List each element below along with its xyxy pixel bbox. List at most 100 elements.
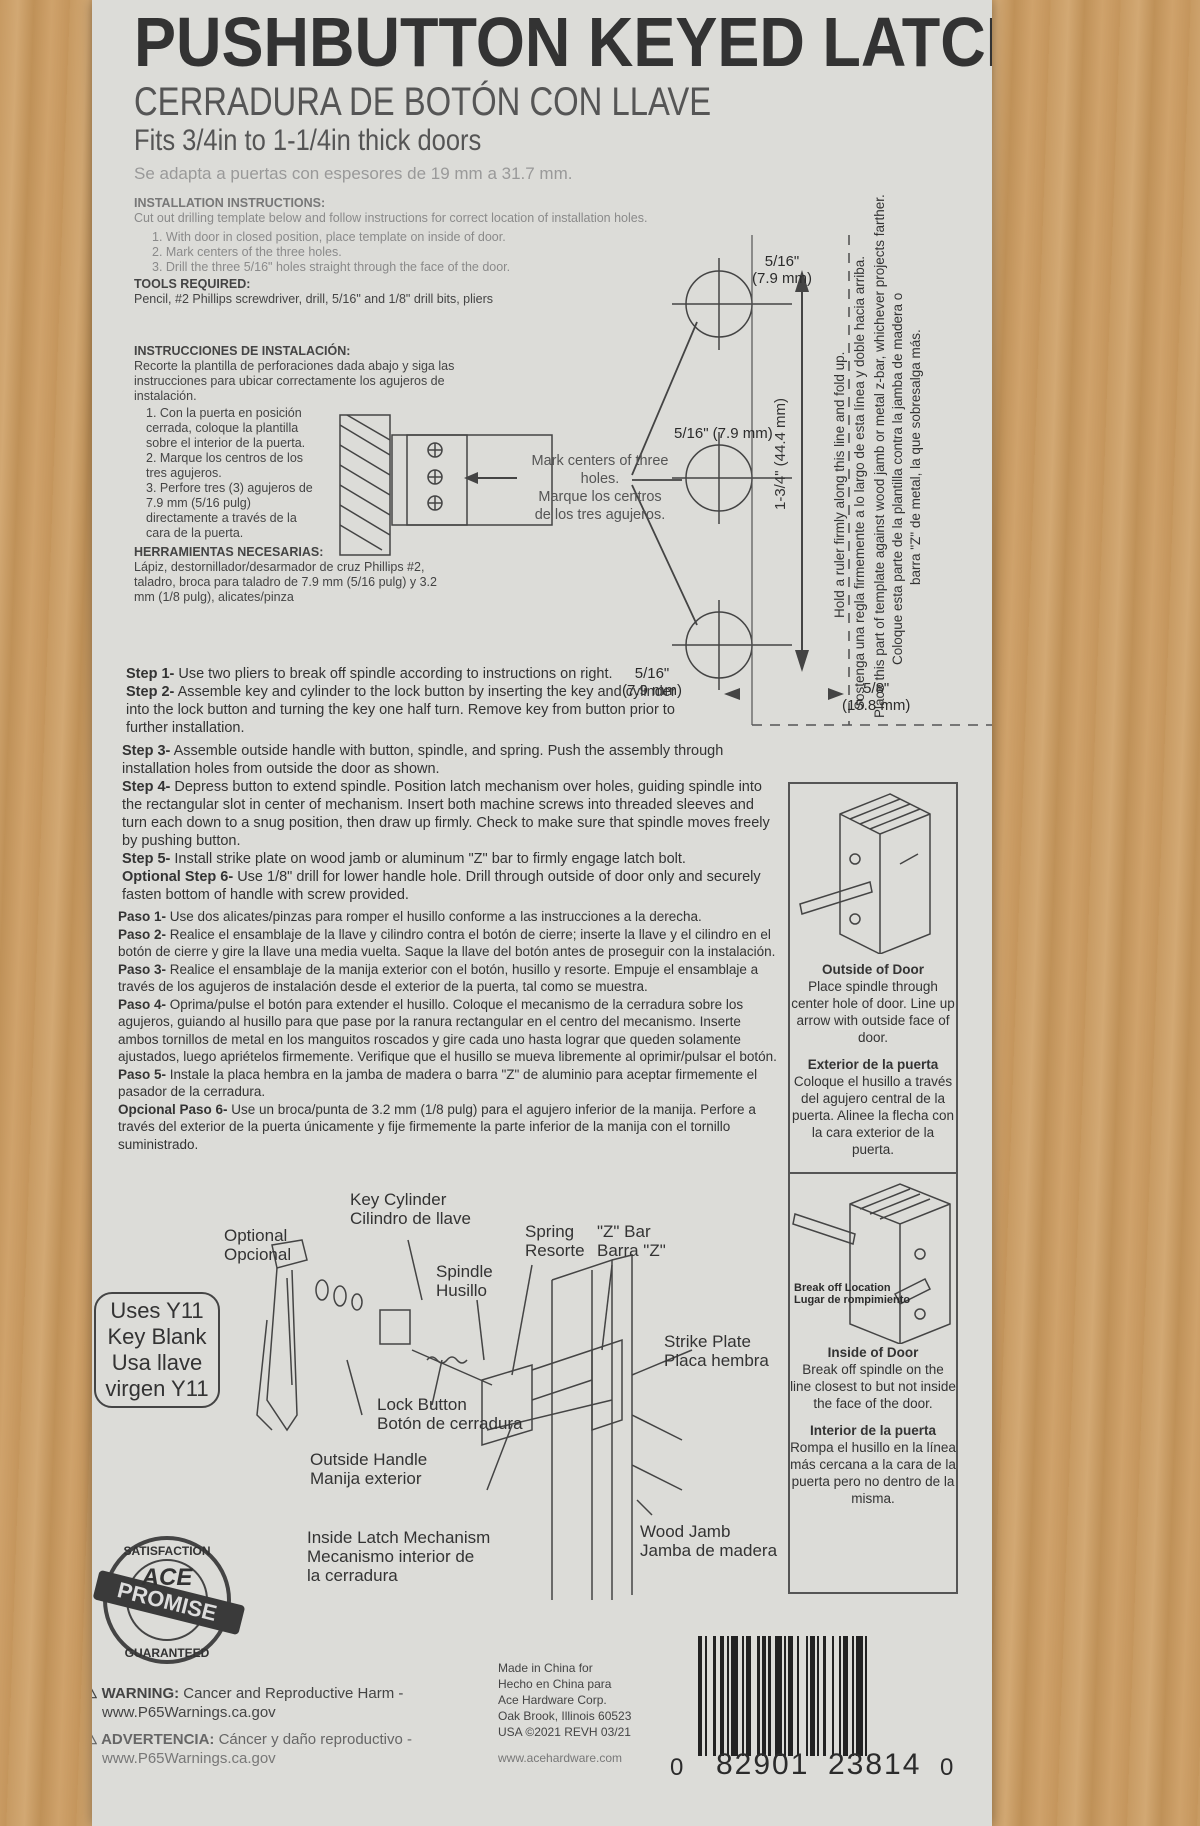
hole-top-inch: 5/16" (764, 253, 800, 270)
step-label: Step 5- (122, 851, 171, 867)
optional-text: Optional (224, 1226, 288, 1245)
lock-button-text-es: Botón de cerradura (377, 1414, 523, 1433)
instrucciones-item: 3. Perfore tres (3) agujeros de 7.9 mm (… (146, 481, 313, 540)
outside-panel-title-es: Exterior de la puerta (807, 1057, 939, 1072)
zbar-text-es: Barra "Z" (597, 1241, 666, 1260)
breakoff-text-es: Lugar de rompimiento (794, 1294, 911, 1306)
wood-jamb-text-es: Jamba de madera (640, 1541, 778, 1560)
inside-latch-text: Inside Latch Mechanism (307, 1528, 491, 1547)
tools-text: Pencil, #2 Phillips screwdriver, drill, … (134, 292, 494, 306)
paso-item: Paso 4- Oprima/pulse el botón para exten… (118, 996, 778, 1066)
inside-latch-label: Inside Latch Mechanism Mecanismo interio… (307, 1528, 490, 1585)
barcode-digit-right: 0 (940, 1754, 954, 1781)
inside-panel-desc: Break off spindle on the line closest to… (790, 1362, 956, 1411)
website: www.acehardware.com (498, 1751, 623, 1765)
inside-panel-title-es: Interior de la puerta (809, 1423, 937, 1438)
step-item: Step 4- Depress button to extend spindle… (122, 778, 782, 850)
paso-label: Paso 1- (118, 909, 167, 924)
barcode-digit-left: 0 (670, 1754, 684, 1781)
step-item: Step 2- Assemble key and cylinder to the… (126, 683, 686, 737)
barcode-bar (832, 1636, 835, 1756)
installation-block: INSTALLATION INSTRUCTIONS: Cut out drill… (134, 196, 694, 307)
made-line: Oak Brook, Illinois 60523 (498, 1709, 632, 1723)
barcode-bar (757, 1636, 760, 1756)
step-label: Step 3- (122, 743, 171, 759)
step-text: Install strike plate on wood jamb or alu… (170, 851, 686, 867)
assembly-diagram (256, 1239, 693, 1600)
inside-latch-text-es: Mecanismo interior de (307, 1547, 475, 1566)
step-item: Step 3- Assemble outside handle with but… (122, 742, 782, 778)
installation-heading: INSTALLATION INSTRUCTIONS: (134, 196, 326, 210)
paso-item: Paso 1- Use dos alicates/pinzas para rom… (118, 908, 778, 926)
strike-plate-label: Strike Plate Placa hembra (664, 1332, 769, 1370)
breakoff-label: Break off Location Lugar de rompimiento (794, 1282, 910, 1306)
instrucciones-item: 1. Con la puerta en posición cerrada, co… (146, 406, 306, 450)
barcode: 0 82901 23814 0 (670, 1636, 953, 1796)
outside-handle-label: Outside Handle Manija exterior (310, 1450, 427, 1488)
steps-en-part1: Step 1- Use two pliers to break off spin… (126, 665, 686, 737)
barcode-bar (698, 1636, 703, 1756)
badge-bottom: GUARANTEED (125, 1646, 210, 1660)
warning-icon: ⚠ (92, 1731, 101, 1748)
barcode-bar (713, 1636, 716, 1756)
warning-url: www.P65Warnings.ca.gov (102, 1704, 276, 1721)
optional-text-es: Opcional (224, 1245, 292, 1264)
paso-text: Realice el ensamblaje de la manija exter… (118, 961, 759, 995)
barcode-bars (698, 1636, 938, 1756)
paso-text: Oprima/pulse el botón para extender el h… (118, 996, 777, 1065)
outside-panel-desc: Place spindle through center hole of doo… (791, 979, 955, 1045)
lock-button-text: Lock Button (377, 1395, 467, 1414)
barcode-digits-2: 23814 (828, 1748, 922, 1781)
step-text: Use 1/8" drill for lower handle hole. Dr… (122, 869, 761, 903)
inside-door-illustration: Break off Location Lugar de rompimiento (790, 1174, 956, 1345)
placement-instruction-es-2: barra "Z" de metal, la que sobresalga má… (908, 329, 923, 585)
spacing-mm: (44.4 mm) (772, 397, 789, 467)
outside-panel-text: Outside of Door Place spindle through ce… (790, 961, 956, 1158)
barcode-bar (843, 1636, 848, 1756)
barcode-bar (775, 1636, 782, 1756)
breakoff-text: Break off Location (794, 1282, 891, 1294)
lock-button-label: Lock Button Botón de cerradura (377, 1395, 523, 1433)
warning-line: ⚠ WARNING: Cancer and Reproductive Harm … (92, 1684, 414, 1703)
herramientas-text: Lápiz, destornillador/desarmador de cruz… (134, 560, 437, 604)
tools-heading: TOOLS REQUIRED: (134, 277, 251, 291)
made-in-block: Made in China for Hecho en China para Ac… (498, 1660, 631, 1766)
barcode-bar (816, 1636, 819, 1756)
strike-text-es: Placa hembra (664, 1351, 769, 1370)
mark-centers-text-es: Marque los centros de los tres agujeros. (534, 489, 666, 523)
warning-text: Cancer and Reproductive Harm - (179, 1685, 404, 1702)
paso-text: Use dos alicates/pinzas para romper el h… (166, 909, 702, 924)
spacing-label: 1-3/4" (44.4 mm) (772, 398, 789, 510)
key-cylinder-text-es: Cilindro de llave (350, 1209, 471, 1228)
spindle-text: Spindle (436, 1262, 493, 1281)
barcode-bar (731, 1636, 738, 1756)
warning-block: ⚠ WARNING: Cancer and Reproductive Harm … (92, 1684, 414, 1768)
barcode-bar (742, 1636, 745, 1756)
barcode-bar (856, 1636, 863, 1756)
hole-top-mm: (7.9 mm) (752, 270, 812, 287)
instruction-sheet: PUSHBUTTON KEYED LATCH CERRADURA DE BOTÓ… (92, 0, 992, 1826)
zbar-label: "Z" Bar Barra "Z" (597, 1222, 666, 1260)
barcode-bar (805, 1636, 808, 1756)
step-label: Step 2- (126, 684, 175, 700)
step-item: Step 5- Install strike plate on wood jam… (122, 850, 782, 868)
paso-label: Paso 5- (118, 1066, 167, 1082)
advertencia-line: ⚠ ADVERTENCIA: Cáncer y daño reproductiv… (92, 1730, 414, 1749)
optional-label: Optional Opcional (224, 1226, 291, 1264)
fold-instruction: Hold a ruler firmly along this line and … (832, 351, 847, 618)
steps-es: Paso 1- Use dos alicates/pinzas para rom… (118, 908, 778, 1153)
barcode-bar (783, 1636, 786, 1756)
key-blank-line: virgen Y11 (105, 1376, 209, 1401)
barcode-bar (720, 1636, 725, 1756)
key-blank-line: Key Blank (107, 1324, 207, 1349)
step-label: Step 4- (122, 779, 171, 795)
step-item: Step 1- Use two pliers to break off spin… (126, 665, 686, 683)
outside-handle-text: Outside Handle (310, 1450, 428, 1469)
hole-top-label: 5/16" (7.9 mm) (752, 253, 812, 287)
drilling-template (339, 235, 992, 726)
key-blank-line: Usa llave (111, 1350, 203, 1375)
mark-centers-label: Mark centers of three holes. Marque los … (530, 452, 670, 524)
warning-icon: ⚠ (92, 1685, 102, 1702)
barcode-bar (761, 1636, 767, 1756)
edge-inch: 5/8" (863, 680, 890, 697)
